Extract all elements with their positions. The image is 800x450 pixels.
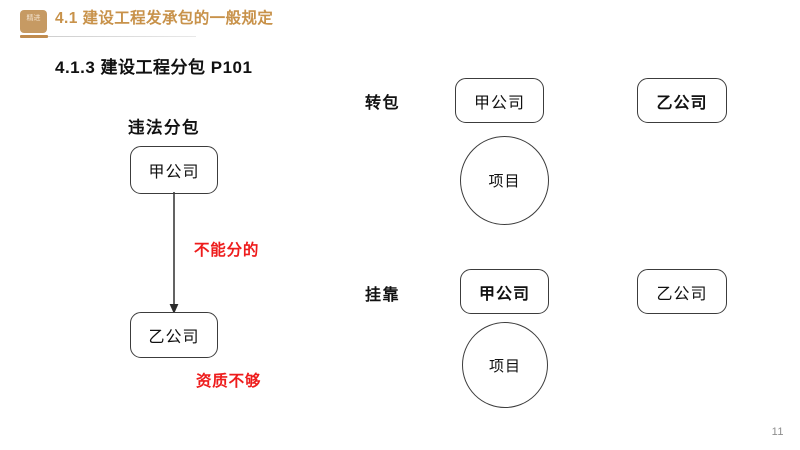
book-badge-icon-glyph: 精进 [26,14,41,22]
node-party-b-left[interactable]: 乙公司 [130,312,218,358]
note-cannot-split: 不能分的 [194,242,260,259]
zhuanbao-node-party-a[interactable]: 甲公司 [455,78,544,123]
section-subtitle: 4.1.3 建设工程分包 P101 [55,58,253,77]
book-badge-icon: 精进 [20,10,47,33]
slide-header: 精进 4.1 建设工程发承包的一般规定 [0,0,800,42]
row-label-guakao: 挂靠 [365,287,401,304]
node-party-a-left[interactable]: 甲公司 [130,146,218,194]
page-number: 11 [771,426,784,438]
header-title: 4.1 建设工程发承包的一般规定 [55,10,274,27]
header-rule-line [48,36,196,37]
guakao-node-party-a[interactable]: 甲公司 [460,269,549,314]
illegal-subcontract-title: 违法分包 [128,119,200,137]
header-rule-accent [20,35,48,38]
guakao-node-project[interactable]: 项目 [462,322,548,408]
downward-arrow-icon [169,192,179,314]
zhuanbao-node-party-b[interactable]: 乙公司 [637,78,727,123]
note-insufficient-qualification: 资质不够 [196,373,262,390]
zhuanbao-node-project[interactable]: 项目 [460,136,549,225]
guakao-node-party-b[interactable]: 乙公司 [637,269,727,314]
row-label-zhuanbao: 转包 [365,95,401,112]
